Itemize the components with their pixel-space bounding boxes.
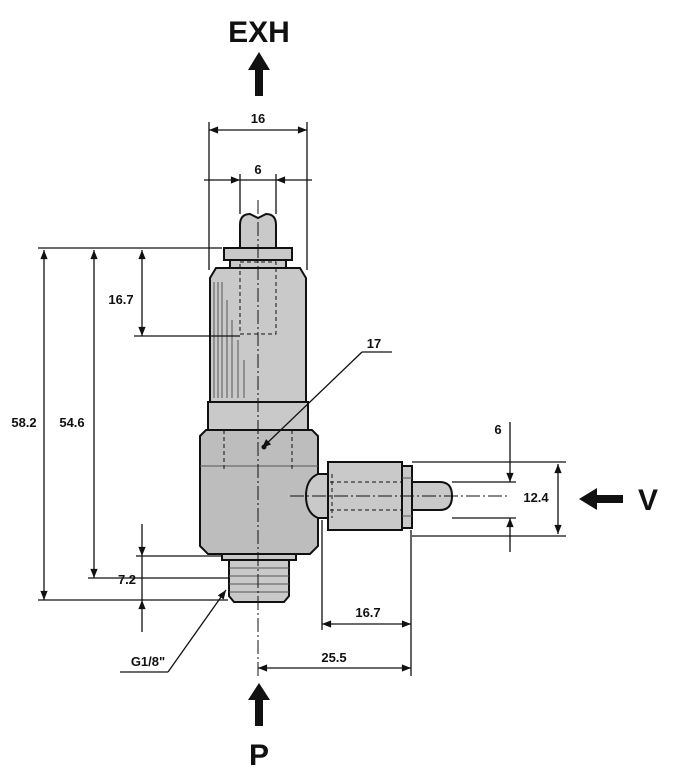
svg-text:17: 17 — [367, 336, 381, 351]
dimension-side-port-dia: 12.4 — [412, 461, 566, 537]
threaded-connector — [228, 559, 290, 603]
vacuum-port-label: V — [638, 484, 658, 517]
dimension-side-port-reach: 25.5 — [257, 650, 412, 672]
part-number-callout: 17 — [261, 336, 392, 450]
svg-text:12.4: 12.4 — [523, 490, 549, 505]
dimension-upper-depth: 16.7 — [108, 249, 146, 337]
dimension-overall-height: 58.2 — [11, 249, 48, 600]
valve-body — [199, 200, 510, 676]
svg-text:25.5: 25.5 — [321, 650, 346, 665]
thread-callout: G1/8" — [120, 589, 227, 673]
svg-text:58.2: 58.2 — [11, 415, 36, 430]
svg-text:16.7: 16.7 — [108, 292, 133, 307]
svg-text:16: 16 — [251, 111, 265, 126]
dimension-top-width: 16 — [208, 111, 308, 270]
exhaust-flow-arrow — [248, 52, 270, 96]
side-port-flange — [401, 465, 413, 529]
pressure-port-label: P — [249, 739, 269, 772]
thread-lines — [229, 567, 289, 593]
exhaust-port-label: EXH — [228, 16, 290, 49]
dimension-thread-length: 7.2 — [118, 524, 146, 632]
cylinder-shading — [213, 282, 245, 398]
pressure-flow-arrow — [248, 683, 270, 726]
lower-body — [199, 429, 319, 555]
dimension-side-port-offset: 6 — [452, 422, 516, 552]
svg-text:6: 6 — [494, 422, 501, 437]
vacuum-flow-arrow — [579, 488, 623, 510]
svg-text:6: 6 — [254, 162, 261, 177]
dimension-side-port-length: 16.7 — [321, 520, 412, 676]
dimension-top-bore: 6 — [204, 162, 312, 214]
svg-text:16.7: 16.7 — [355, 605, 380, 620]
svg-text:G1/8": G1/8" — [131, 654, 165, 669]
dimension-height-to-thread: 54.6 — [59, 249, 98, 578]
svg-text:7.2: 7.2 — [118, 572, 136, 587]
svg-text:54.6: 54.6 — [59, 415, 84, 430]
